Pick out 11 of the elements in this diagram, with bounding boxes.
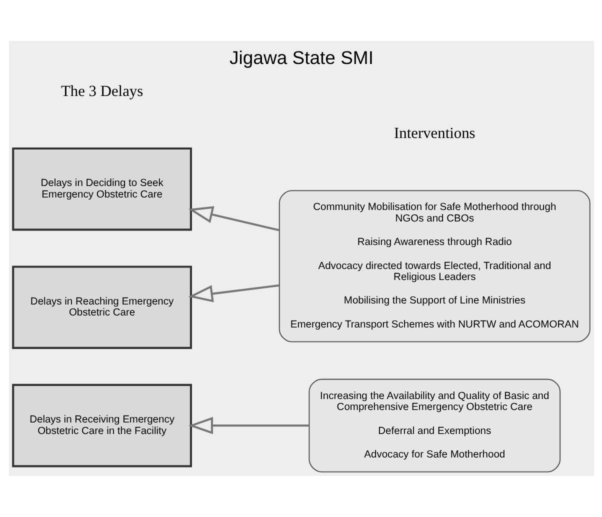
label: Interventions <box>393 125 475 142</box>
diagram-title: Jigawa State SMI <box>229 47 373 68</box>
arrow <box>188 284 279 302</box>
node-box: Community Mobilisation for Safe Motherhood through NGOs and CBOs Raising Awareness through Radio Advocacy directed towards Elected, Traditional and Religious Leaders Mobilising the Support of Line Ministries Emergency Transport Schemes with NURTW and ACOMORAN <box>278 190 590 342</box>
label: The 3 Delays <box>60 83 143 100</box>
arrow <box>188 206 279 232</box>
node-box: Increasing the Availability and Quality of Basic and Comprehensive Emergency Obstetric Care Deferral and Exemptions Advocacy for Safe Motherhood <box>308 378 560 472</box>
node-box: Delays in Receiving Emergency Obstetric Care in the Facility <box>12 384 192 468</box>
node-box: Delays in Deciding to Seek Emergency Obstetric Care <box>12 147 192 231</box>
node-box: Delays in Reaching Emergency Obstetric Care <box>12 266 192 349</box>
arrow <box>188 416 309 434</box>
